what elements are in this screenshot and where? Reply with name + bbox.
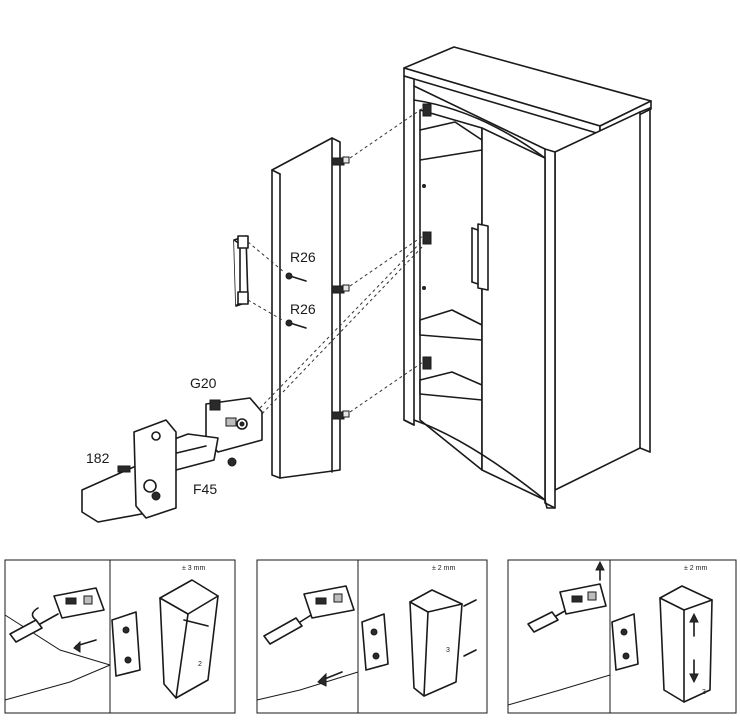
door-hinge-bottom — [331, 410, 350, 420]
screwdriver-2 — [263, 617, 303, 645]
open-compartment — [419, 109, 483, 471]
guide-lines — [247, 107, 424, 419]
door-handle-part — [233, 235, 249, 307]
cabinet-right-side — [554, 111, 641, 491]
label-f45: F45 — [193, 481, 217, 497]
door-diagram-2 — [409, 589, 463, 697]
cabinet-door-handle — [477, 223, 489, 291]
step-label-3: 3 — [702, 689, 706, 696]
door-diagram-3 — [659, 585, 713, 703]
screw-r26-lower — [285, 319, 307, 329]
tolerance-label-3: ± 2 mm — [684, 565, 707, 572]
label-r26-lower: R26 — [290, 301, 316, 317]
adjustment-panel-2: ± 2 mm 3 — [256, 559, 488, 714]
adjustment-panel-3: ± 2 mm 3 — [507, 559, 737, 714]
screwdriver-1 — [9, 619, 43, 643]
cabinet-top-arch — [413, 99, 546, 159]
door-hinge-top — [331, 156, 350, 166]
door-diagram-1 — [159, 579, 219, 699]
label-r26-upper: R26 — [290, 249, 316, 265]
cabinet-left-side — [403, 75, 415, 426]
tolerance-label-2: ± 2 mm — [432, 565, 455, 572]
label-182: 182 — [86, 450, 110, 466]
cabinet-bottom-apron — [413, 419, 546, 501]
door-hinge-middle — [331, 284, 350, 294]
tolerance-label-1: ± 3 mm — [182, 565, 205, 572]
screw-r26-upper — [285, 272, 307, 282]
adjustment-panel-1: ± 3 mm 2 — [4, 559, 236, 714]
cabinet-hinge-plate-bottom — [422, 356, 432, 370]
screwdriver-3 — [527, 611, 559, 633]
cabinet-hinge-plate-top — [422, 103, 432, 117]
detached-door — [271, 137, 350, 479]
label-g20: G20 — [190, 375, 217, 391]
step-label-1: 2 — [198, 661, 202, 668]
rotate-arrow-1 — [31, 607, 39, 621]
step-label-2: 3 — [446, 647, 450, 654]
cabinet-hinge-plate-middle — [422, 231, 432, 245]
hinge-assembly-exploded — [81, 397, 263, 523]
wardrobe-cabinet — [403, 46, 652, 509]
cabinet-door — [481, 127, 546, 501]
